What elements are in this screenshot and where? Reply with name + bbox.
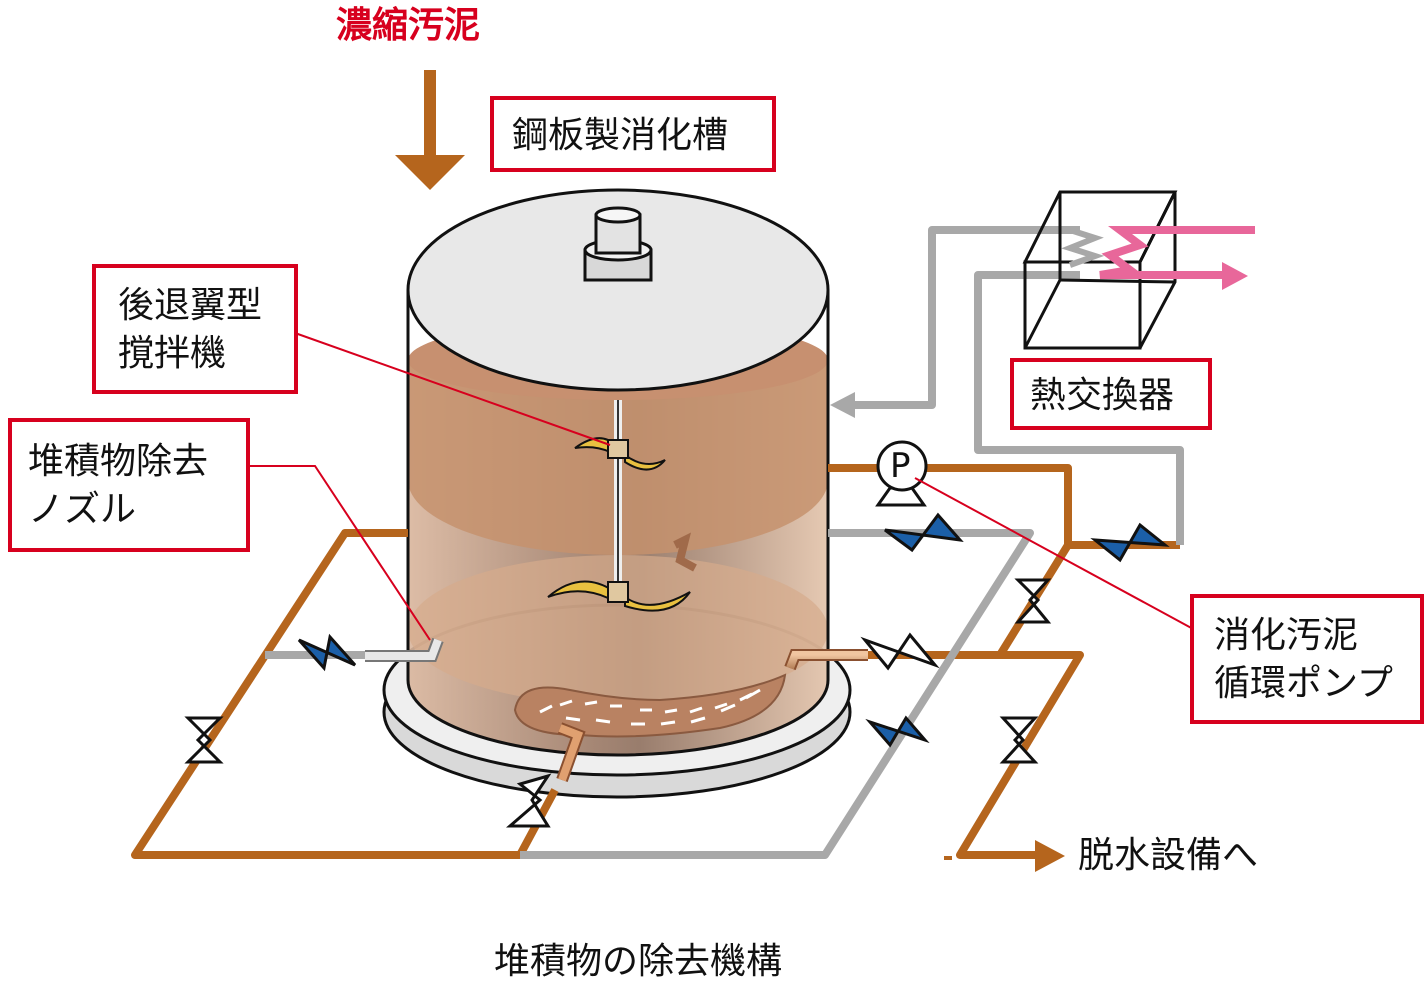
- heat-exchanger-box: [1022, 190, 1255, 350]
- nozzle-pipes: [365, 637, 868, 783]
- tank-label-box: 鋼板製消化槽: [490, 96, 776, 172]
- callout-lines: [248, 332, 1196, 641]
- heat-exchanger-label-box: 熱交換器: [1010, 358, 1212, 430]
- heat-exchanger-label: 熱交換器: [1030, 375, 1175, 416]
- tank-label: 鋼板製消化槽: [512, 115, 729, 156]
- nozzle-label-line1: 堆積物除去: [28, 441, 209, 482]
- diagram-caption: 堆積物の除去機構: [494, 941, 783, 982]
- pump-symbol-letter: P: [890, 446, 911, 486]
- heat-return-arrow: [830, 392, 855, 418]
- valves: [184, 512, 1170, 828]
- tank-roof: [406, 188, 830, 392]
- nozzle-label-line2: ノズル: [28, 489, 137, 530]
- dewatering-label: 脱水設備へ: [1078, 835, 1259, 876]
- pump-label-box: 消化汚泥 循環ポンプ: [1190, 594, 1424, 724]
- mixer: [547, 400, 691, 612]
- mixer-label-box: 後退翼型 撹拌機: [92, 264, 298, 394]
- sediment-flow: [513, 673, 787, 738]
- tank-shell: [406, 290, 830, 757]
- input-label: 濃縮汚泥: [336, 5, 481, 46]
- hot-water-arrow: [1222, 262, 1248, 290]
- dewatering-arrow: [1035, 840, 1065, 872]
- pump-label-line1: 消化汚泥: [1214, 615, 1359, 656]
- inner-nozzle: [673, 532, 697, 572]
- mixer-label-line2: 撹拌機: [118, 333, 227, 374]
- mixer-label-line1: 後退翼型: [118, 285, 263, 326]
- input-arrow: [395, 70, 465, 190]
- pump-label-line2: 循環ポンプ: [1214, 663, 1393, 704]
- pump-symbol: [875, 440, 928, 507]
- nozzle-label-box: 堆積物除去 ノズル: [8, 418, 250, 552]
